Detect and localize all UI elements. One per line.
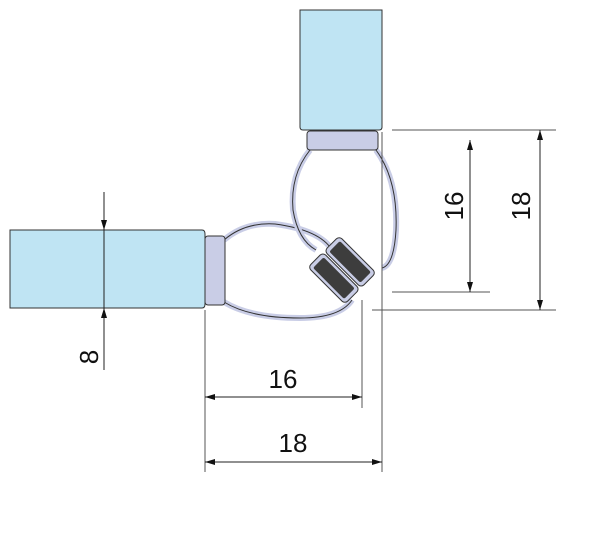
dimension-label-vertical-16: 16 xyxy=(439,192,469,221)
top-glass-panel xyxy=(299,9,383,131)
extension-lines xyxy=(204,129,556,472)
magnet-upper xyxy=(330,241,371,282)
top-seal-clamp xyxy=(306,130,379,151)
magnet-lower xyxy=(313,258,354,299)
left-seal-gasket xyxy=(222,220,355,322)
left-seal-clamp xyxy=(204,235,226,306)
dimension-label-horizontal-16: 16 xyxy=(269,364,298,394)
magnet-pair xyxy=(309,237,375,303)
dimension-label-vertical-18: 18 xyxy=(506,192,536,221)
dimension-label-glass-thickness: 8 xyxy=(74,350,104,364)
top-seal-gasket xyxy=(289,148,400,271)
dimension-label-horizontal-18: 18 xyxy=(279,428,308,458)
left-glass-panel xyxy=(9,229,206,309)
